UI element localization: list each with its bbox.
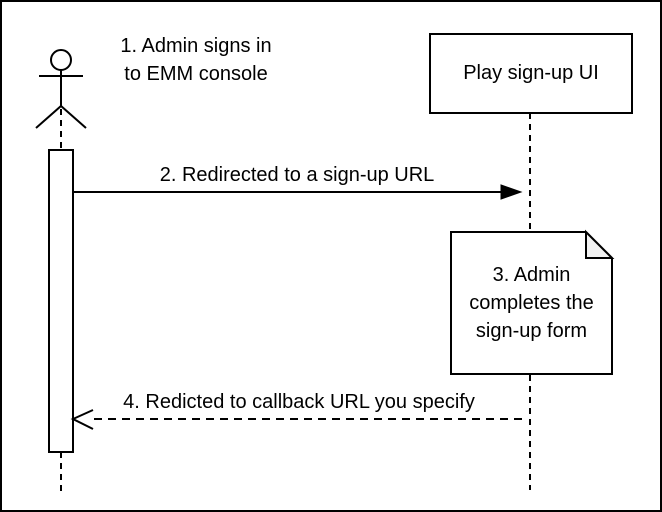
message-4-label: 4. Redicted to callback URL you specify — [123, 391, 475, 413]
message-4-open-arrowhead — [70, 409, 94, 430]
note-label: 3. Admin completes the sign-up form — [469, 264, 594, 342]
actor-head — [50, 49, 72, 71]
note-folded-corner — [585, 229, 615, 259]
message-2-arrow — [73, 184, 523, 200]
admin-activation-bar — [48, 149, 74, 453]
play-signup-ui-box — [429, 33, 633, 114]
play-signup-ui-label: Play sign-up UI — [463, 62, 599, 84]
message-4-arrow — [70, 409, 522, 430]
actor-legs — [35, 104, 87, 129]
note-shape — [450, 229, 615, 375]
message-2-arrowhead — [500, 184, 523, 200]
message-2-label: 2. Redirected to a sign-up URL — [159, 164, 435, 186]
message-1-annotation-label: 1. Admin signs in to EMM console — [120, 35, 272, 85]
note-body — [450, 231, 613, 375]
actor-admin-figure — [35, 49, 87, 129]
